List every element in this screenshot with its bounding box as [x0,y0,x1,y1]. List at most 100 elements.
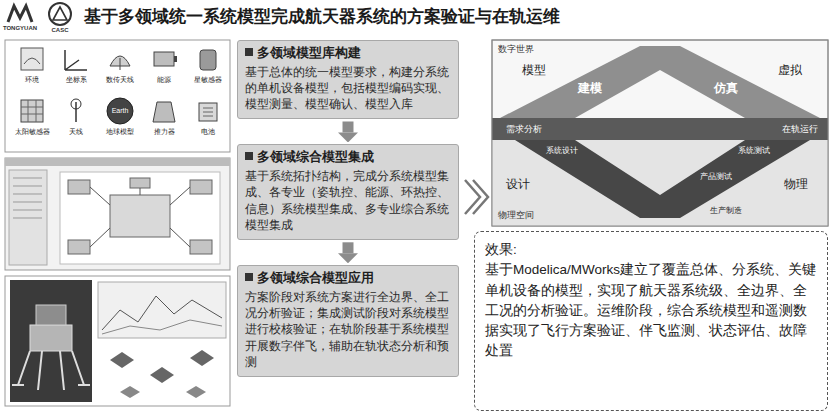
region-label: 设计 [506,178,530,192]
region-label: 物理 [784,178,808,192]
stage-label: 生产制造 [710,206,742,215]
box-body: 基于系统拓扑结构，完成分系统模型集成、各专业（姿轨控、能源、环热控、信息）系统模… [245,168,451,233]
result-box: 效果:基于Modelica/MWorks建立了覆盖总体、分系统、关键单机设备的模… [474,231,828,411]
flow-arrow [343,242,354,253]
illustration-shape [8,6,32,22]
casc-logo [49,3,71,25]
illustration-shape [107,98,133,124]
illustration-shape [68,240,90,254]
logo-text: CASC [51,27,68,34]
box-body: 方案阶段对系统方案进行全边界、全工况分析验证；集成测试阶段对系统模型进行校核验证… [245,289,451,371]
illustration-shape [515,140,810,218]
title-text: 基于多领域统一系统模型完成航天器系统的方案验证与在轨运维 [84,7,560,27]
region-label: 数字世界 [498,44,534,54]
illustration-shape [36,305,66,325]
illustration-shape [500,46,820,118]
illustration-shape [18,351,84,390]
icon-label: 天线 [69,128,83,136]
illustration-shape [5,40,230,152]
illustration-shape [492,40,828,226]
band-label: 建模 [578,82,602,96]
illustration-shape [10,280,92,402]
illustration-shape [24,58,40,64]
box-heading: 多领域综合模型应用 [245,270,451,288]
illustration-shape [102,320,222,334]
box-body: 基于Modelica/MWorks建立了覆盖总体、分系统、关键单机设备的模型，实… [485,260,817,361]
box-heading: 多领域综合模型集成 [245,149,451,167]
illustration-shape [5,276,230,406]
illustration-shape [110,352,134,368]
illustration-shape [120,386,140,398]
icon-label: 太阳敏感器 [15,128,50,136]
illustration-shape [65,50,87,70]
illustration-shape [186,386,206,398]
illustration-shape [130,178,150,188]
band-label: 仿真 [714,82,738,96]
icon-label: 能源 [157,76,171,84]
illustration-shape [174,56,177,62]
v-model-diagram [492,40,828,226]
illustration-shape [98,282,226,338]
illustration-shape [12,384,90,386]
illustration-shape [71,99,81,109]
icon-text: Earth [112,107,129,115]
illustration-shape [60,172,220,264]
illustration-shape [68,180,90,194]
region-label: 物理空间 [498,210,534,220]
illustration-shape [154,52,174,66]
stage-label: 在轨运行 [782,124,818,134]
illustration-shape [190,350,214,366]
illustration-shape [200,50,216,70]
illustration-shape [49,3,71,25]
icon-label: 推力器 [154,128,175,136]
box-heading: 效果: [485,240,817,260]
icon-label: 电池 [201,128,215,136]
icon-label: 数传天线 [106,76,134,84]
region-label: 虚拟 [778,64,802,78]
illustration-shape [75,102,77,122]
process-box: 多领域综合模型集成基于系统拓扑结构，完成分系统模型集成、各专业（姿轨控、能源、环… [237,144,459,240]
logo-text: TONGYUAN [3,25,37,32]
model-integration-panel [5,158,230,270]
illustration-shape [473,180,488,214]
stage-label: 需求分析 [506,124,542,134]
region-label: 模型 [522,64,546,78]
illustration-shape [492,140,828,226]
icon-label: 环境 [25,76,39,84]
illustration-shape [21,48,43,70]
icon-label: 星敏感器 [194,76,222,84]
illustration-shape [13,178,42,218]
illustration-shape [110,195,170,237]
illustration-shape [492,118,828,140]
illustration-shape [21,100,43,122]
model-application-panel [5,276,230,406]
illustration-shape [90,187,190,247]
illustration-shape [53,7,67,20]
box-body: 基于总体的统一模型要求，构建分系统的单机设备模型，包括模型编码实现、模型测量、模… [245,64,451,113]
illustration-shape [150,367,174,383]
illustration-shape [5,158,230,166]
illustration-shape [30,325,72,351]
illustration-shape [21,100,43,122]
illustration-shape [190,180,212,194]
illustration-shape [190,240,212,254]
stage-label: 系统测试 [738,146,770,155]
illustration-shape [5,158,230,270]
flow-arrow [343,121,354,132]
chevron-arrow [465,180,488,214]
illustration-shape [492,40,828,226]
illustration-shape [9,170,47,265]
icon-label: 地球模型 [106,128,134,136]
stage-label: 产品测试 [700,172,732,181]
tongyuan-logo [8,6,32,22]
stage-label: 系统设计 [546,146,578,155]
process-box: 多领域模型库构建基于总体的统一模型要求，构建分系统的单机设备模型，包括模型编码实… [237,40,459,119]
illustration-shape [153,102,175,122]
illustration-shape [120,58,121,70]
illustration-shape [203,108,213,116]
icon-label: 坐标系 [66,76,87,84]
process-box: 多领域综合模型应用方案阶段对系统方案进行全边界、全工况分析验证；集成测试阶段对系… [237,265,459,377]
illustration-shape [102,296,222,330]
illustration-shape [199,103,217,121]
